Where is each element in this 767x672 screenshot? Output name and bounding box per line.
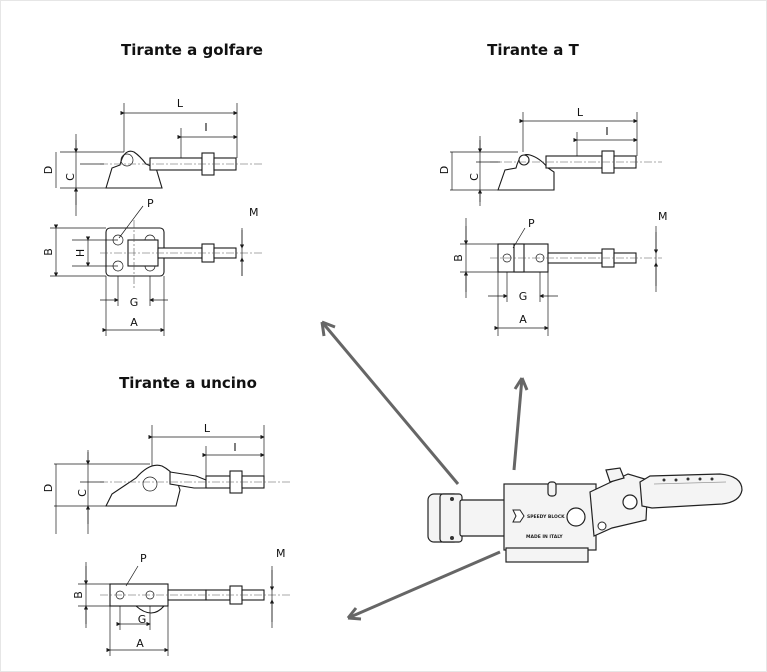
dim-G: G: [138, 613, 147, 626]
clamp-base: [505, 547, 589, 563]
dim-I: I: [605, 125, 608, 138]
dim-G: G: [519, 290, 528, 303]
dim-H: H: [74, 249, 87, 257]
golfare-side-view: L I D C: [42, 97, 262, 216]
made-in-stamp: MADE IN ITALY: [526, 534, 563, 540]
title-t: Tirante a T: [487, 41, 579, 59]
dim-B: B: [72, 591, 85, 599]
drawing-t: L I D C P: [438, 106, 668, 336]
clamp-handle: [639, 473, 743, 509]
arrow-to-golfare: [320, 321, 460, 485]
dim-A: A: [130, 316, 138, 329]
golfare-top-view: P B H M G A: [42, 197, 262, 336]
dim-L: L: [177, 97, 184, 110]
dim-C: C: [76, 489, 89, 497]
t-top-view: P B M G A: [452, 210, 668, 336]
arrow-to-uncino: [347, 550, 501, 620]
arrow-head-t: [513, 377, 529, 391]
uncino-top-view: P B M G A: [72, 547, 290, 656]
clamp-linkage: [589, 473, 649, 537]
dim-I: I: [204, 121, 207, 134]
dim-M: M: [658, 210, 668, 223]
dim-B: B: [42, 248, 55, 256]
brand-logo-icon: [512, 509, 525, 523]
title-uncino: Tirante a uncino: [119, 374, 257, 392]
dim-L: L: [577, 106, 584, 119]
clamp-pivot-icon: [566, 507, 586, 527]
brand-stamp: SPEEDY BLOCK: [527, 514, 565, 520]
dim-A: A: [136, 637, 144, 650]
dim-D: D: [42, 484, 55, 492]
arrow-head-golfare: [320, 320, 336, 337]
dim-L: L: [204, 422, 211, 435]
dim-C: C: [468, 173, 481, 181]
clamp-product-image: SPEEDY BLOCK MADE IN ITALY: [427, 467, 743, 563]
dim-M: M: [276, 547, 286, 560]
dim-P: P: [147, 197, 154, 210]
drawing-uncino: L I D C P: [42, 422, 290, 656]
clamp-rod: [459, 499, 507, 537]
uncino-side-view: L I D C: [42, 422, 290, 534]
title-golfare: Tirante a golfare: [121, 41, 263, 59]
dim-C: C: [64, 173, 77, 181]
pointer-arrows: [320, 320, 529, 621]
dim-I: I: [233, 441, 236, 454]
dim-P: P: [528, 217, 535, 230]
drawing-golfare: L I D C: [42, 97, 262, 336]
arrow-to-t: [512, 377, 524, 471]
dim-B: B: [452, 254, 465, 262]
t-side-view: L I D C: [438, 106, 662, 206]
dim-D: D: [438, 166, 451, 174]
dim-M: M: [249, 206, 259, 219]
dim-D: D: [42, 166, 55, 174]
dim-A: A: [519, 313, 527, 326]
dim-P: P: [140, 552, 147, 565]
dim-G: G: [130, 296, 139, 309]
arrow-head-uncino: [346, 607, 362, 621]
